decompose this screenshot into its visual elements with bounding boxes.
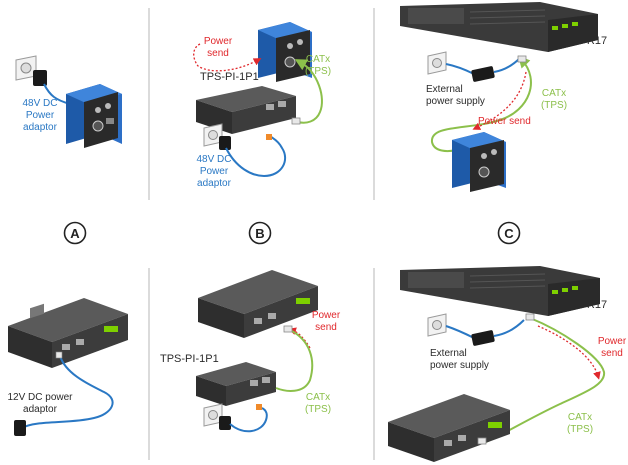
- power-send-label-line2: send: [207, 48, 229, 59]
- marker-b: B: [248, 221, 272, 245]
- panel-f: MX-FR17 External power supply Power send…: [388, 266, 627, 462]
- power-adaptor-icon: [14, 420, 26, 436]
- power-send-arrow: [472, 71, 527, 130]
- adaptor-label-line1: 12V DC power: [7, 392, 73, 403]
- external-supply-label-line2: power supply: [426, 96, 485, 107]
- catx-cable: [431, 55, 532, 152]
- adaptor-label-line3: adaptor: [197, 178, 232, 189]
- wall-plate-icon: [452, 132, 506, 192]
- wall-socket-icon: [203, 123, 223, 147]
- power-adaptor-icon: [219, 136, 231, 150]
- device-label: MX-FR17: [560, 35, 607, 47]
- power-cable: [225, 135, 287, 178]
- catx-label-line1: CATx: [568, 412, 592, 423]
- catx-cable: [275, 329, 314, 392]
- rj45-connector-icon: [525, 313, 535, 321]
- svg-text:B: B: [255, 226, 264, 241]
- catx-label-line2: (TPS): [541, 100, 567, 111]
- wall-socket-icon: [203, 403, 223, 427]
- rj45-connector-icon: [283, 325, 293, 333]
- power-send-label: Power send: [478, 116, 531, 127]
- panel-e: Power send TPS-PI-1P1 CATx (TPS): [160, 270, 341, 433]
- catx-cable: [294, 59, 323, 124]
- power-send-label-line1: Power: [204, 36, 233, 47]
- panel-d: 12V DC power adaptor: [7, 298, 128, 436]
- catx-label-line1: CATx: [306, 392, 330, 403]
- marker-a: A: [63, 221, 87, 245]
- power-send-label-line1: Power: [312, 310, 341, 321]
- dc-connector-icon: [55, 351, 63, 359]
- external-supply-label-line1: External: [426, 84, 463, 95]
- power-injector-icon: [196, 86, 296, 134]
- wall-plate-icon: [258, 22, 312, 82]
- adaptor-label-line3: adaptor: [23, 122, 58, 133]
- power-cable: [493, 319, 525, 337]
- power-send-label-line1: Power: [598, 336, 627, 347]
- adaptor-label-line2: adaptor: [23, 404, 58, 415]
- tps-device-icon: [198, 270, 318, 338]
- panel-a: 48V DC Power adaptor: [15, 55, 122, 148]
- power-send-arrow: [537, 325, 601, 380]
- panel-b: Power send TPS-PI-1P1 CATx (TPS) 48V DC …: [193, 22, 331, 189]
- power-cable: [445, 325, 475, 339]
- rj45-connector-icon: [517, 55, 527, 63]
- power-send-label-line2: send: [315, 322, 337, 333]
- adaptor-label-line2: Power: [26, 110, 55, 121]
- dc-connector-icon: [256, 404, 262, 410]
- catx-label-line2: (TPS): [305, 404, 331, 415]
- power-adaptor-icon: [33, 70, 47, 86]
- marker-c: C: [497, 221, 521, 245]
- device-label: TPS-PI-1P1: [160, 353, 219, 365]
- matrix-frame-icon: [400, 266, 600, 316]
- external-power-supply-icon: [471, 330, 495, 346]
- power-cable: [229, 407, 268, 433]
- external-power-supply-icon: [471, 66, 495, 82]
- power-send-arrow: [193, 43, 262, 72]
- power-adaptor-icon: [219, 416, 231, 430]
- power-send-label-line2: send: [601, 348, 623, 359]
- device-label: TPS-PI-1P1: [200, 71, 259, 83]
- catx-cable: [485, 317, 606, 443]
- dc-connector-icon: [266, 134, 272, 140]
- wall-socket-icon: [427, 313, 447, 337]
- catx-label-line2: (TPS): [567, 424, 593, 435]
- wall-socket-icon: [427, 51, 447, 75]
- svg-text:A: A: [70, 226, 80, 241]
- external-supply-label-line1: External: [430, 348, 467, 359]
- adaptor-label-line1: 48V DC: [196, 154, 231, 165]
- rj45-connector-icon: [477, 437, 487, 445]
- catx-label-line1: CATx: [542, 88, 566, 99]
- tps-device-icon: [388, 394, 510, 462]
- rj45-connector-icon: [291, 117, 301, 125]
- power-cable: [493, 57, 521, 73]
- matrix-frame-icon: [400, 2, 598, 52]
- power-cable: [21, 355, 114, 429]
- power-cable: [445, 63, 475, 75]
- panel-c: MX-FR17 External power supply CATx (TPS)…: [400, 2, 607, 192]
- external-supply-label-line2: power supply: [430, 360, 489, 371]
- wall-plate-icon: [66, 84, 122, 148]
- svg-text:C: C: [504, 226, 514, 241]
- catx-label-line1: CATx: [306, 54, 330, 65]
- device-label: MX-FR17: [560, 299, 607, 311]
- adaptor-label-line1: 48V DC: [22, 98, 57, 109]
- power-injector-icon: [196, 362, 276, 406]
- adaptor-label-line2: Power: [200, 166, 229, 177]
- power-send-arrow: [288, 327, 311, 349]
- tps-device-icon: [8, 298, 128, 368]
- catx-label-line2: (TPS): [305, 66, 331, 77]
